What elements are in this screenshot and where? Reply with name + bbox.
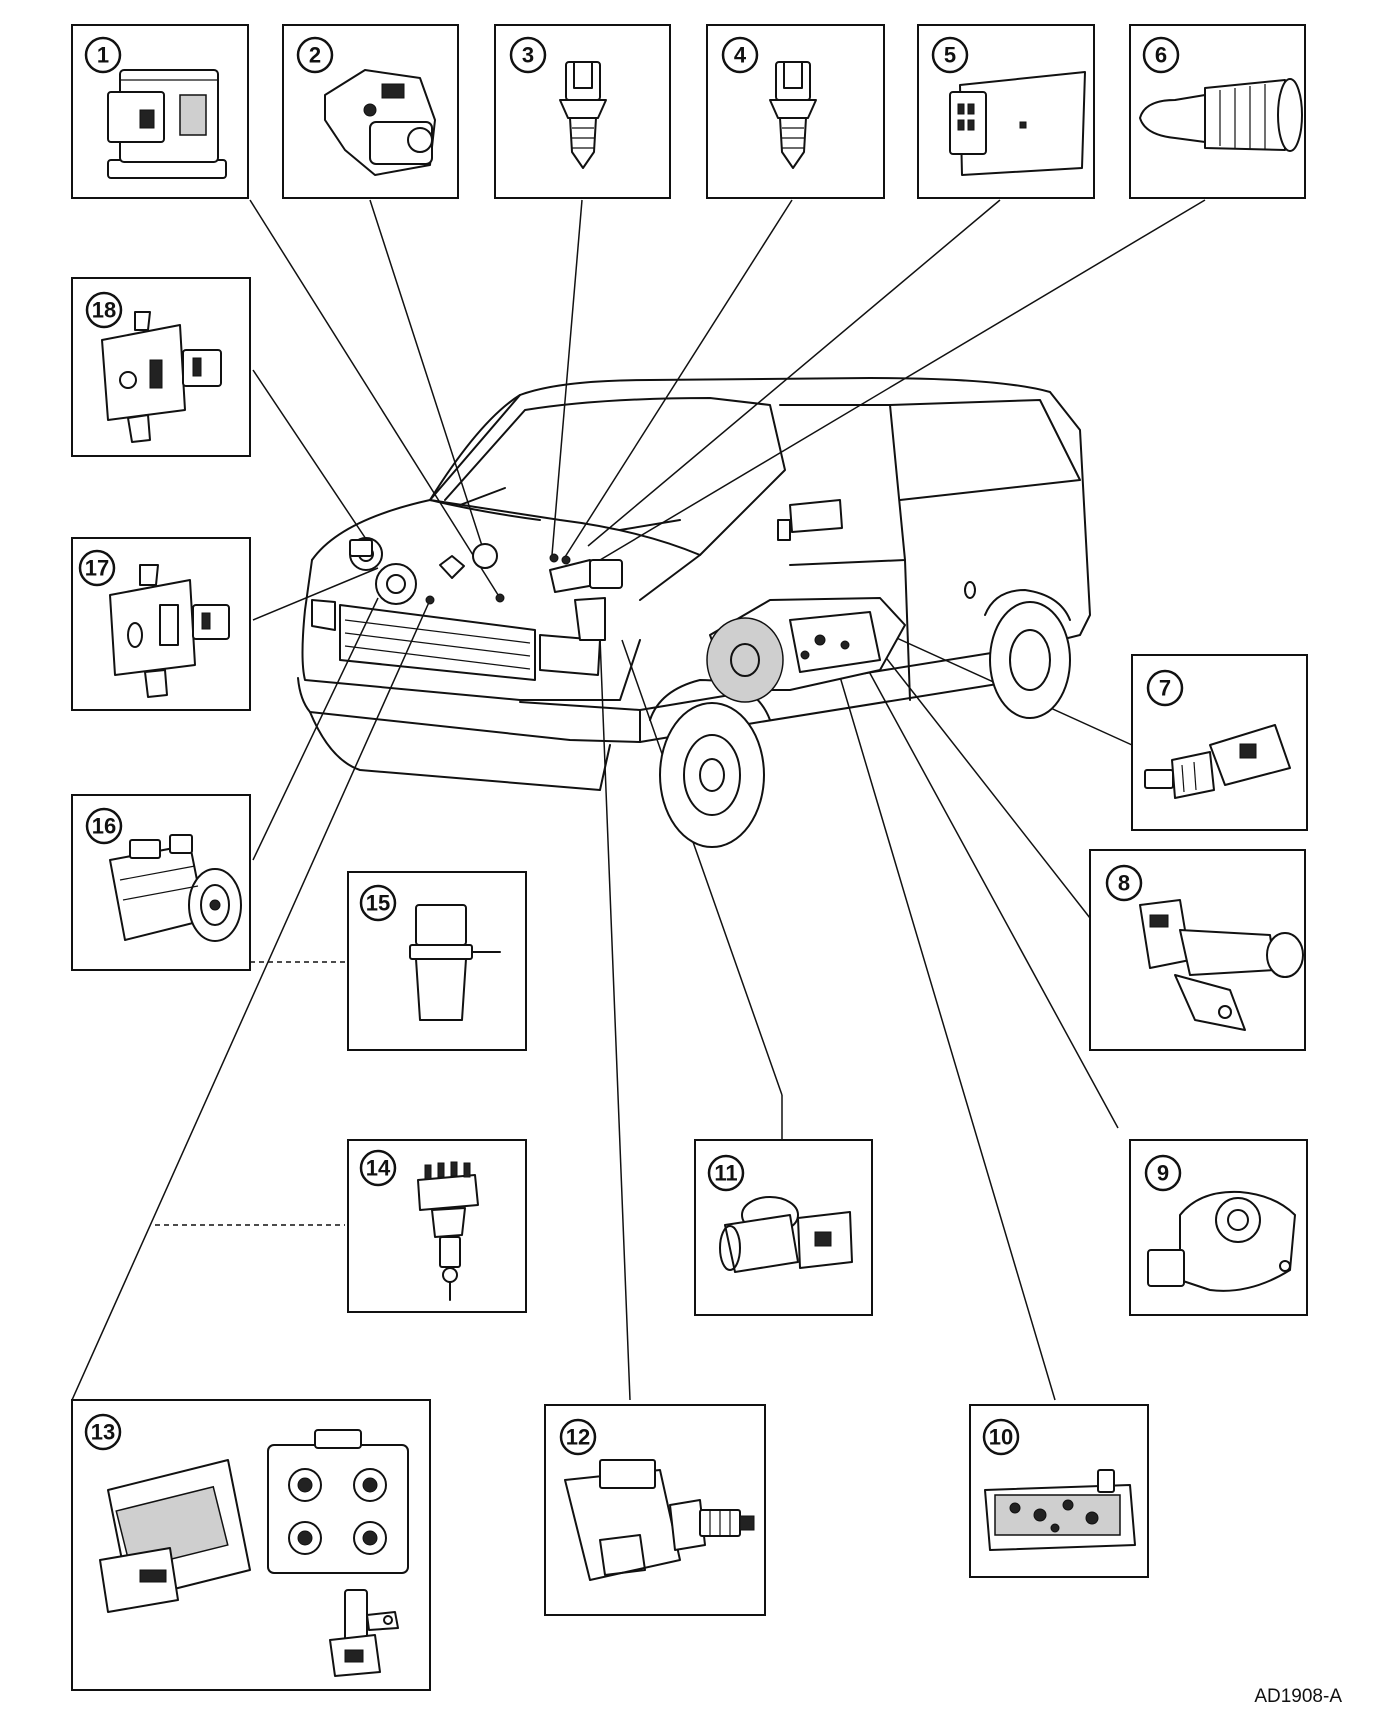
valve-body-icon	[984, 1469, 1136, 1551]
callout-2: 2	[309, 43, 321, 68]
part-box-12: 12	[544, 1404, 766, 1616]
pressure-sensor-icon	[109, 564, 230, 698]
callout-1-circle	[84, 36, 122, 74]
callout-15-circle	[359, 884, 397, 922]
mass-air-flow-sensor-icon	[107, 69, 227, 179]
leader-5	[587, 199, 1001, 547]
leader-11b	[621, 639, 783, 1096]
part-box-2: 2	[282, 24, 459, 199]
part-box-4: 4	[706, 24, 885, 199]
callout-9-circle	[1144, 1154, 1182, 1192]
cylindrical-sensor-icon	[1139, 78, 1303, 152]
speed-sensor-icon	[1144, 724, 1291, 799]
part-box-15: 15	[347, 871, 527, 1051]
callout-11: 11	[714, 1161, 737, 1186]
part-box-1: 1	[71, 24, 249, 199]
leader-10	[837, 669, 1056, 1401]
crankshaft-sensor-icon	[329, 1589, 399, 1677]
part-box-8: 8	[1089, 849, 1306, 1051]
ignition-module-icon	[99, 1459, 251, 1613]
callout-3: 3	[522, 43, 534, 68]
callout-11-circle	[707, 1154, 745, 1192]
leader-6	[599, 199, 1206, 561]
callout-10: 10	[989, 1425, 1013, 1450]
part-box-17: 17	[71, 537, 251, 711]
callout-8: 8	[1118, 871, 1130, 896]
callout-5: 5	[944, 43, 956, 68]
distributor-icon	[417, 1161, 479, 1301]
compressor-icon	[109, 834, 242, 942]
leader-17	[252, 567, 379, 621]
leader-4	[564, 199, 793, 558]
leader-12	[599, 637, 631, 1401]
throttle-sensor-icon	[324, 69, 436, 176]
part-box-14: 14	[347, 1139, 527, 1313]
callout-18-circle	[85, 291, 123, 329]
callout-2-circle	[296, 36, 334, 74]
ignition-coil-icon	[267, 1429, 409, 1574]
callout-1: 1	[97, 43, 109, 68]
sensor-icon	[409, 904, 501, 1021]
callout-9: 9	[1157, 1161, 1169, 1186]
callout-12-circle	[559, 1418, 597, 1456]
leader-9	[859, 654, 1119, 1129]
position-sensor-icon	[1147, 1190, 1296, 1292]
callout-16: 16	[92, 814, 116, 839]
callout-14-circle	[359, 1149, 397, 1187]
callout-4-circle	[721, 36, 759, 74]
part-box-18: 18	[71, 277, 251, 457]
part-box-6: 6	[1129, 24, 1306, 199]
part-box-5: 5	[917, 24, 1095, 199]
callout-13-circle	[84, 1413, 122, 1451]
callout-6: 6	[1155, 43, 1167, 68]
callout-5-circle	[931, 36, 969, 74]
pressure-sensor-icon	[101, 311, 222, 443]
part-box-10: 10	[969, 1404, 1149, 1578]
callout-16-circle	[85, 807, 123, 845]
callout-15: 15	[366, 891, 390, 916]
callout-3-circle	[509, 36, 547, 74]
callout-7: 7	[1159, 676, 1171, 701]
leader-3	[551, 199, 583, 556]
camshaft-sensor-icon	[1139, 899, 1304, 1031]
part-box-13: 13	[71, 1399, 431, 1691]
sensor-icon	[719, 1196, 853, 1273]
part-box-11: 11	[694, 1139, 873, 1316]
callout-12: 12	[566, 1425, 590, 1450]
part-box-9: 9	[1129, 1139, 1308, 1316]
figure-id: AD1908-A	[1254, 1686, 1342, 1707]
leader-2	[369, 199, 486, 556]
leader-13	[71, 599, 431, 1401]
leader-16	[252, 597, 379, 861]
callout-6-circle	[1142, 36, 1180, 74]
temperature-sensor-icon	[559, 61, 607, 169]
callout-14: 14	[366, 1156, 391, 1181]
callout-10-circle	[982, 1418, 1020, 1456]
leader-1	[249, 199, 501, 599]
callout-17: 17	[85, 556, 109, 581]
van-illustration	[297, 377, 1091, 848]
part-box-3: 3	[494, 24, 671, 199]
leader-18	[252, 369, 373, 549]
callout-4: 4	[734, 43, 747, 68]
callout-7-circle	[1146, 669, 1184, 707]
switch-icon	[564, 1459, 755, 1581]
part-box-16: 16	[71, 794, 251, 971]
leader-8	[879, 649, 1091, 919]
callout-18: 18	[92, 298, 116, 323]
part-box-7: 7	[1131, 654, 1308, 831]
temperature-sensor-icon	[769, 61, 817, 169]
callout-17-circle	[78, 549, 116, 587]
callout-13: 13	[91, 1420, 115, 1445]
callout-8-circle	[1105, 864, 1143, 902]
control-module-icon	[949, 71, 1086, 176]
